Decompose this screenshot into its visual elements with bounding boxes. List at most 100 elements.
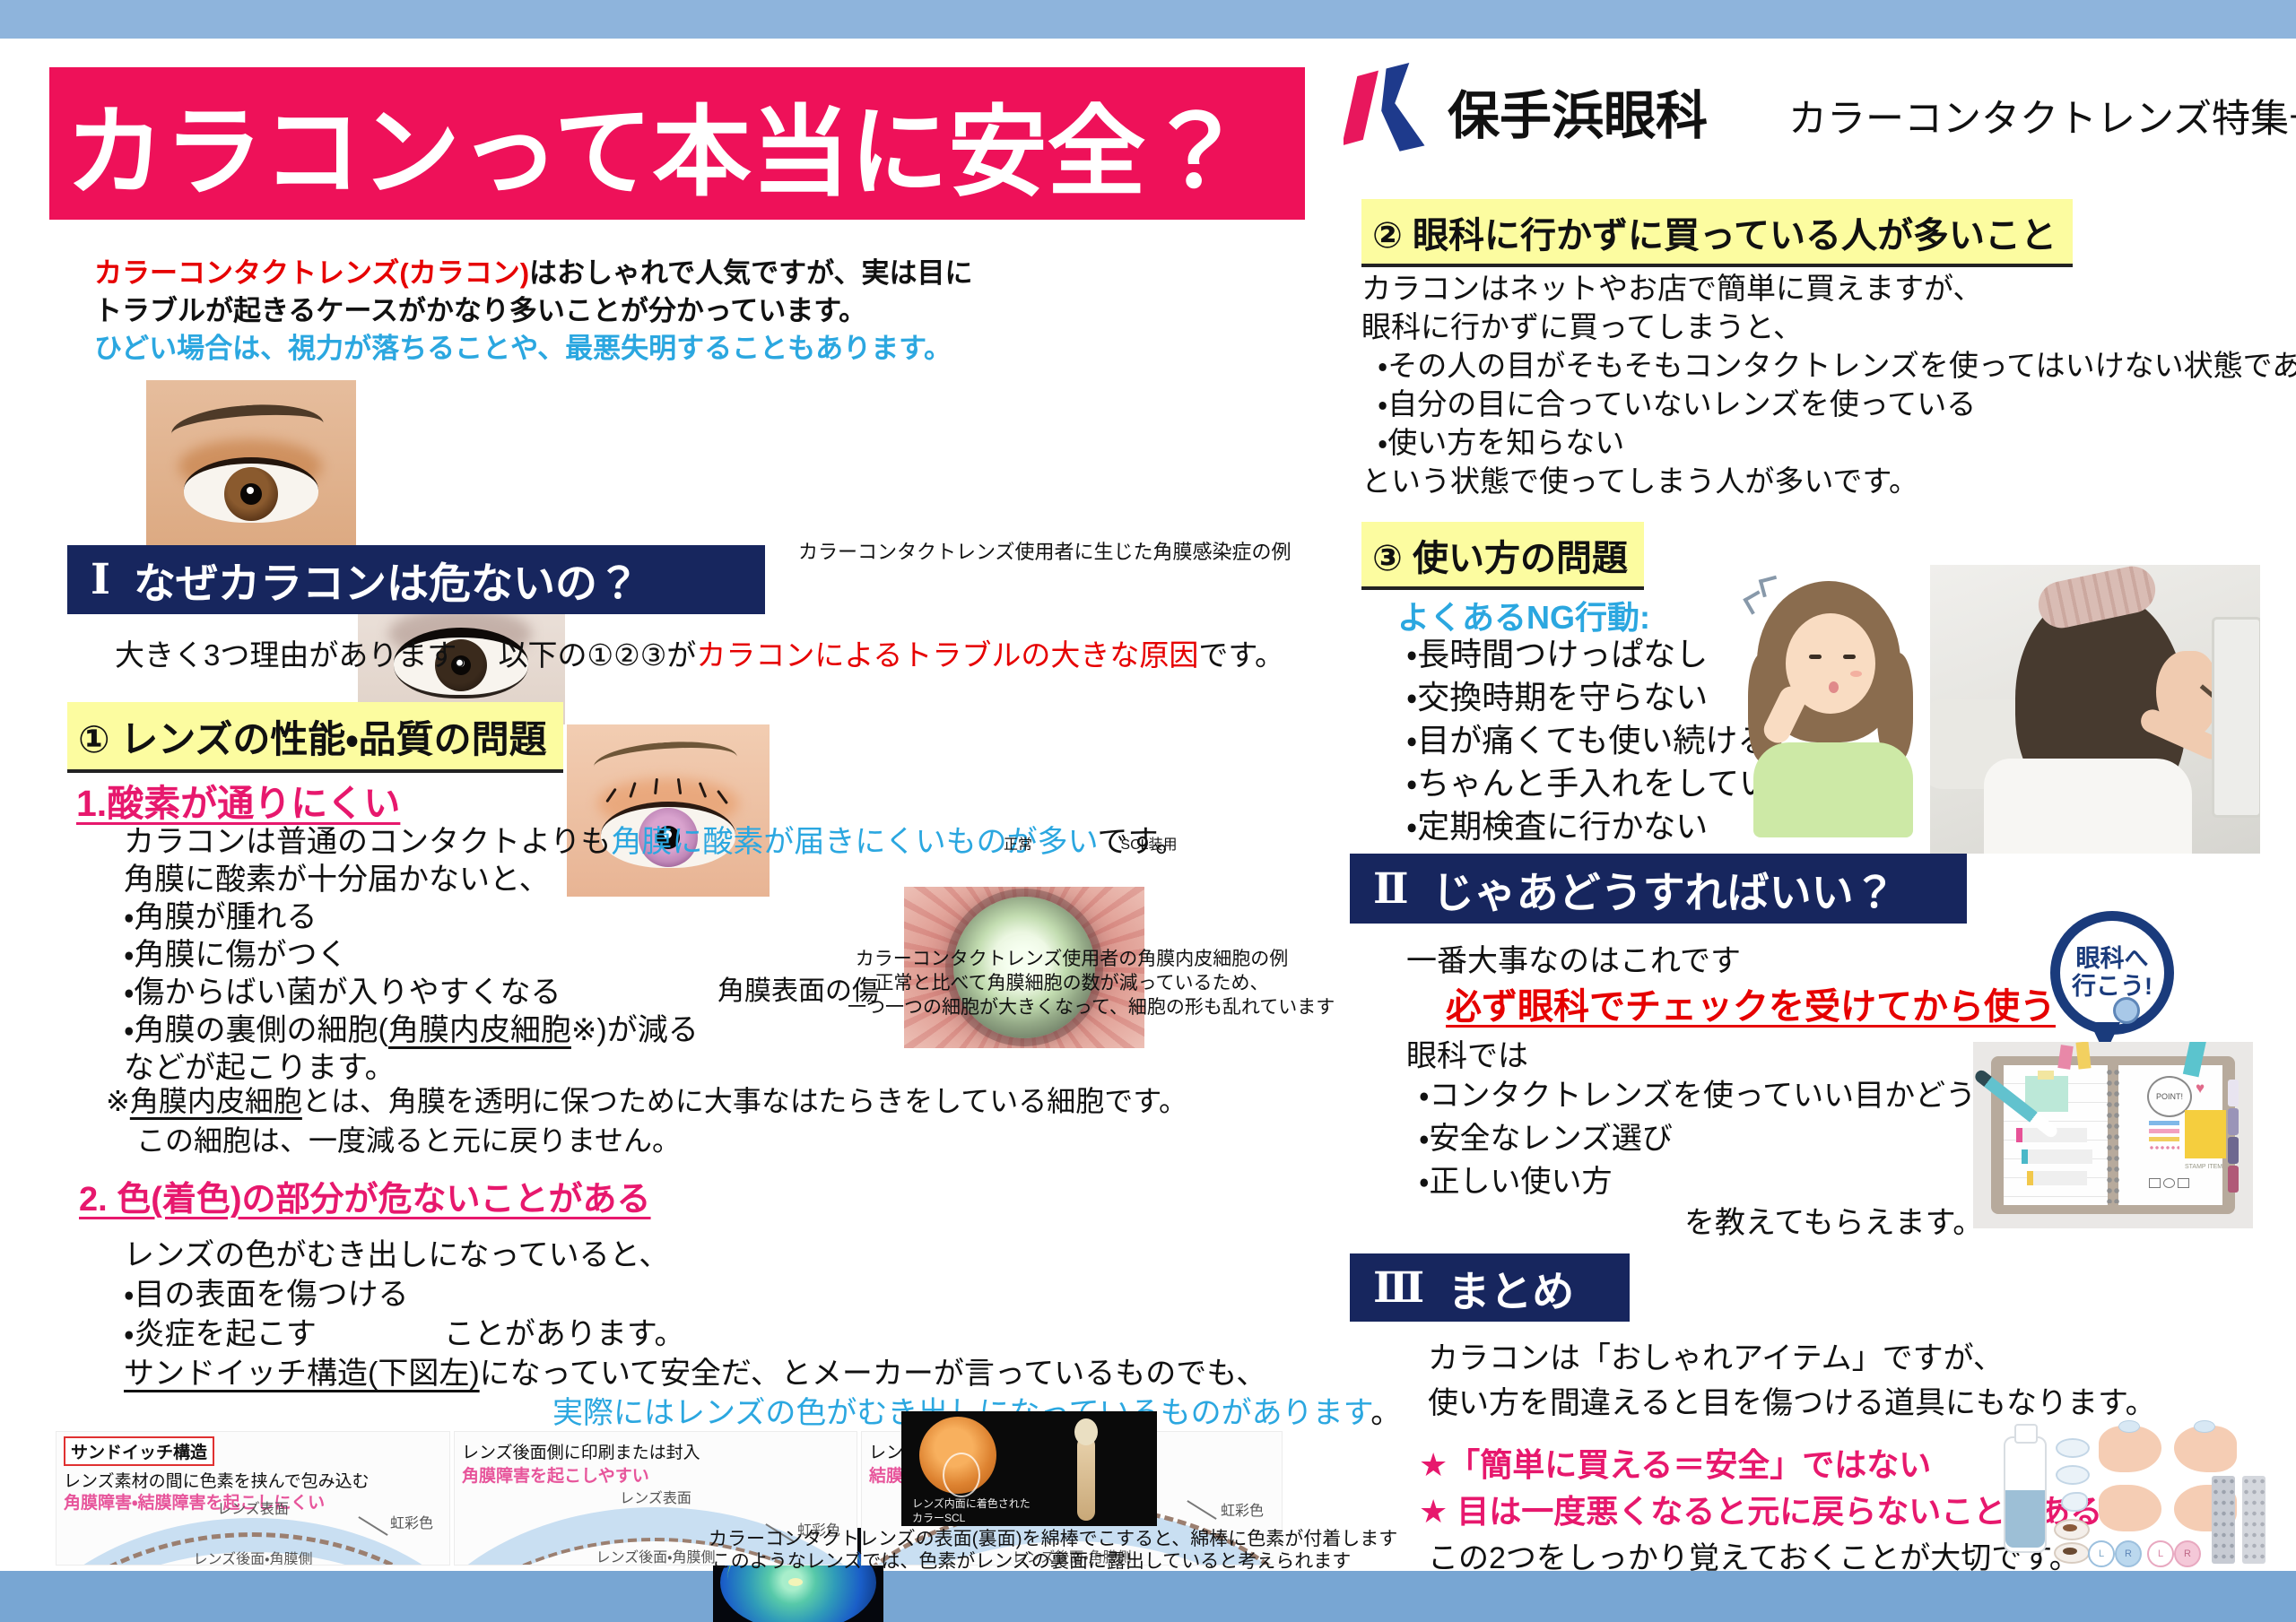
- eye-glint: [664, 830, 672, 838]
- hand: [2099, 1485, 2161, 1531]
- problem1-sub2: 2. 色(着色)の部分が危ないことがある: [79, 1181, 651, 1219]
- edge-tab: [2228, 1080, 2239, 1106]
- annotation-circle: [943, 1453, 980, 1497]
- label-back: レンズ後面・角膜側: [193, 1552, 313, 1566]
- micro-label-normal: 正常: [1003, 837, 1032, 853]
- bullet-item: ・傷からばい菌が入りやすくなる: [124, 976, 561, 1010]
- lens-case-left: L: [2147, 1540, 2174, 1567]
- lens-case-left: L: [2088, 1540, 2115, 1567]
- swab-test-photo: レンズ内面に着色された カラーSCL: [901, 1411, 1157, 1526]
- ng-item: ・目が痛くても使い続ける: [1406, 722, 1770, 759]
- bullet-item: ・自分の目に合っていないレンズを使っている: [1378, 387, 1977, 421]
- hand: [2099, 1426, 2161, 1472]
- badge-line1: 眼科へ: [2075, 944, 2149, 972]
- ng-label: よくあるNG行動:: [1397, 599, 1650, 636]
- summary-line: カラコンは「おしゃれアイテム」ですが、: [1428, 1341, 2004, 1375]
- stamp-item-label: STAMP ITEM: [2185, 1164, 2223, 1170]
- bottle-cap: [2014, 1424, 2038, 1444]
- shirt: [1753, 742, 1913, 837]
- problem1-heading: ① レンズの性能・品質の問題: [67, 702, 563, 773]
- diagram-desc: レンズ後面側に印刷または封入: [462, 1444, 700, 1462]
- bullet-item: ・炎症を起こす: [124, 1317, 317, 1351]
- lens-bowl: [2054, 1519, 2090, 1540]
- benefit-item: ・コンタクトレンズを使っていい目かどうか: [1419, 1079, 2007, 1113]
- clinic-name: 保手浜眼科: [1448, 87, 1709, 145]
- white-shirt: [1984, 759, 2192, 854]
- lens-bowl-tint: [2063, 1524, 2077, 1531]
- bottom-border-band: [0, 1571, 2296, 1622]
- intro-line1: はおしゃれで人気ですが、実は目に: [529, 257, 973, 289]
- contact-lens: [2056, 1438, 2090, 1458]
- reason3-heading: ③ 使い方の問題: [1361, 522, 1644, 590]
- eye-rubbing-illustration: [1743, 575, 1922, 837]
- mini-icon: [2163, 1178, 2175, 1188]
- section1-numeral: Ⅰ: [91, 557, 110, 603]
- label-iris: 虹彩色: [389, 1516, 433, 1531]
- intro-text: カラーコンタクトレンズ(カラコン)はおしゃれで人気ですが、実は目に トラブルが起…: [94, 255, 972, 368]
- scratch-spot: [788, 1578, 803, 1586]
- infected-eye-photo: [904, 887, 1144, 1048]
- note-mark: ※: [106, 1085, 130, 1117]
- summary-stars: ★「簡単に買える＝安全」ではない ★ 目は一度悪くなると元に戻らないことがある: [1419, 1442, 2102, 1535]
- section2-banner: Ⅱ じゃあどうすればいい？: [1350, 854, 1967, 924]
- bullet-item: ・使い方を知らない: [1378, 426, 1625, 459]
- eye-glint: [247, 487, 254, 494]
- note-text: この細胞は、一度減ると元に戻りません。: [136, 1124, 682, 1157]
- eye-white: [394, 628, 528, 698]
- lens-case-right: R: [2174, 1540, 2201, 1567]
- doodle-dots: [2149, 1146, 2179, 1149]
- ng-list: ・長時間つけっぱなし ・交換時期を守らない ・目が痛くても使い続ける ・ちゃんと…: [1406, 633, 1836, 848]
- swab-caption-line: このようなレンズでは、色素がレンズの裏面に露出していると考えられます: [711, 1551, 1352, 1572]
- mirror: [2212, 617, 2260, 818]
- section3-banner: Ⅲ まとめ: [1350, 1253, 1630, 1322]
- micro-label-scl: SCL装用: [1120, 837, 1178, 853]
- problem1-sub1: 1.酸素が通りにくい: [76, 783, 401, 824]
- advice-lead: 一番大事なのはこれです: [1406, 944, 1741, 978]
- lens-care-illustration: L R L R: [1998, 1415, 2267, 1567]
- ng-item: ・長時間つけっぱなし: [1406, 636, 1709, 672]
- bullet-item: ・目の表面を傷つける: [124, 1278, 409, 1312]
- closed-eye: [1843, 655, 1856, 659]
- body-text: レンズの色がむき出しになっていると、: [124, 1238, 670, 1272]
- lead-red: カラコンによるトラブルの大きな原因: [696, 638, 1199, 672]
- advice-key: 必ず眼科でチェックを受けてから使う: [1446, 987, 2056, 1027]
- infection-caption: カラーコンタクトレンズ使用者に生じた角膜感染症の例: [798, 541, 1292, 563]
- hand: [2174, 1426, 2237, 1472]
- makeup-photo: [1930, 565, 2260, 854]
- mini-icon: [2178, 1178, 2189, 1188]
- lens-on-finger: [2194, 1420, 2215, 1433]
- lead-black: 大きく3つ理由があります。 以下の①②③が: [115, 638, 697, 672]
- doodle-line: [2149, 1129, 2179, 1133]
- summary-final: この2つをしっかり覚えておくことが大切です。: [1428, 1541, 2080, 1575]
- fluor-caption: 角膜表面の傷: [718, 976, 879, 1006]
- swab-label-line2: カラーSCL: [912, 1512, 966, 1524]
- doodle-line: [2149, 1121, 2179, 1125]
- corneal-infiltrate: [993, 934, 1056, 991]
- closed-eye: [1809, 655, 1822, 659]
- eye-glint: [457, 659, 465, 667]
- clinic-logo-icon: [1344, 63, 1425, 152]
- badge-line2: 行こう!: [2072, 973, 2152, 1000]
- diagram-tag: サンドイッチ構造: [64, 1436, 215, 1466]
- lead-end: です。: [1198, 638, 1285, 672]
- bullet-item: ※)が減る: [570, 1013, 699, 1047]
- star-point: ★「簡単に買える＝安全」ではない: [1419, 1446, 1932, 1483]
- diagram-risk: 角膜障害を起こしやすい: [462, 1467, 649, 1486]
- mouth: [1829, 681, 1839, 693]
- endothelium-note: ※角膜内皮細胞とは、角膜を透明に保つために大事なはたらきをしている細胞です。 こ…: [106, 1081, 1187, 1160]
- pill-strip: [2242, 1476, 2266, 1564]
- edge-tab: [2228, 1137, 2239, 1164]
- underlined-term: 角膜内皮細胞: [129, 1085, 302, 1117]
- intro-line2: トラブルが起きるケースがかなり多いことが分かっています。: [94, 295, 867, 326]
- notebook-spiral: [2106, 1067, 2120, 1203]
- body-text-blue: 角膜に酸素が届きにくいものが多い: [611, 825, 1098, 859]
- swab-label-line1: レンズ内面に着色された: [912, 1497, 1031, 1510]
- eye-photo-pink: [567, 724, 770, 897]
- micro-caption: カラーコンタクトレンズ使用者の角膜内皮細胞の例 正常と比べて角膜細胞の数が減って…: [848, 947, 1335, 1019]
- motion-mark: [1758, 575, 1781, 598]
- notebook-illustration: POINT! ♥ STAMP ITEM: [1973, 1042, 2253, 1228]
- diagram-risk: 角膜障害・結膜障害を起こしにくい: [64, 1494, 326, 1513]
- main-title-banner: カラコンって本当に安全？: [49, 67, 1305, 220]
- diagram-back-printed: レンズ後面側に印刷または封入 角膜障害を起こしやすい レンズ表面 虹彩色 レンズ…: [454, 1431, 857, 1566]
- page-title: カラコンって本当に安全？: [65, 98, 1245, 208]
